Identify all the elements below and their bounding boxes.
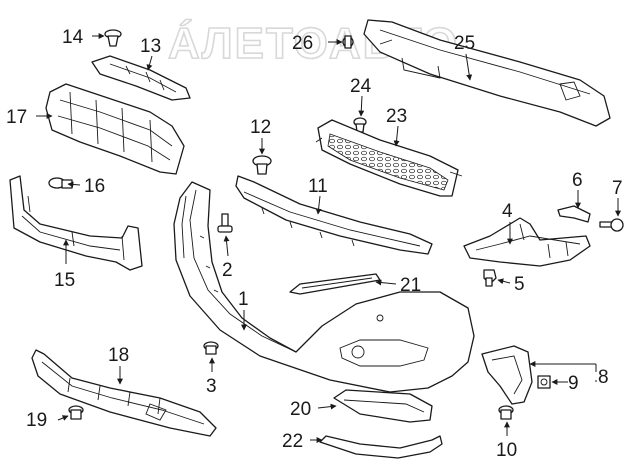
part-4-side-bracket bbox=[463, 217, 591, 267]
callout-5: 5 bbox=[514, 274, 525, 295]
callout-1: 1 bbox=[238, 289, 249, 310]
leader-lines bbox=[36, 33, 621, 443]
part-2-screw bbox=[217, 213, 233, 233]
callout-2: 2 bbox=[222, 260, 233, 281]
part-3-clip bbox=[203, 341, 219, 355]
callout-25: 25 bbox=[454, 33, 475, 54]
callout-24: 24 bbox=[350, 76, 372, 97]
callout-6: 6 bbox=[572, 170, 583, 191]
part-19-clip bbox=[68, 405, 84, 420]
callout-3: 3 bbox=[206, 376, 217, 397]
part-24-clip bbox=[353, 117, 367, 133]
callout-15: 15 bbox=[54, 270, 75, 291]
part-13-bracket bbox=[91, 55, 191, 101]
part-10-clip bbox=[498, 405, 514, 420]
callout-11: 11 bbox=[308, 176, 328, 197]
part-17-grille-frame bbox=[45, 83, 185, 175]
callout-labels: 14 13 26 25 17 16 15 12 24 23 11 2 21 1 … bbox=[6, 27, 623, 461]
part-18-air-deflector bbox=[31, 349, 217, 437]
callout-10: 10 bbox=[496, 440, 517, 461]
part-7-bolt bbox=[599, 218, 624, 232]
part-9-nut bbox=[537, 375, 551, 389]
part-21-molding-strip bbox=[289, 273, 381, 295]
part-8-side-retainer bbox=[481, 345, 533, 405]
callout-7: 7 bbox=[612, 178, 623, 199]
part-1-bumper-cover bbox=[173, 181, 475, 393]
callout-8: 8 bbox=[598, 367, 609, 388]
part-16-clip bbox=[48, 177, 73, 189]
callout-13: 13 bbox=[140, 36, 161, 57]
callout-18: 18 bbox=[108, 345, 129, 366]
part-20-fog-bezel bbox=[333, 389, 433, 423]
part-6-small-bracket bbox=[557, 205, 591, 223]
part-11-grille-trim bbox=[235, 175, 433, 255]
callout-22: 22 bbox=[282, 431, 303, 452]
callout-14: 14 bbox=[62, 27, 84, 48]
callout-16: 16 bbox=[84, 176, 105, 197]
callout-9: 9 bbox=[568, 373, 579, 394]
part-22-lower-trim bbox=[319, 435, 443, 459]
callout-23: 23 bbox=[386, 106, 407, 127]
part-23-grille-mesh bbox=[315, 119, 463, 197]
part-15-support-bracket bbox=[9, 175, 143, 271]
part-14-clip bbox=[104, 29, 122, 47]
callout-20: 20 bbox=[290, 399, 311, 420]
part-12-retainer bbox=[252, 155, 272, 175]
part-25-upper-absorber bbox=[363, 19, 611, 127]
callout-12: 12 bbox=[250, 117, 271, 138]
callout-21: 21 bbox=[400, 275, 421, 296]
callout-19: 19 bbox=[26, 410, 47, 431]
callout-4: 4 bbox=[502, 201, 513, 222]
callout-26: 26 bbox=[292, 33, 313, 54]
callout-17: 17 bbox=[6, 107, 27, 128]
part-5-bolt bbox=[483, 269, 497, 287]
part-26-bolt bbox=[342, 35, 354, 49]
